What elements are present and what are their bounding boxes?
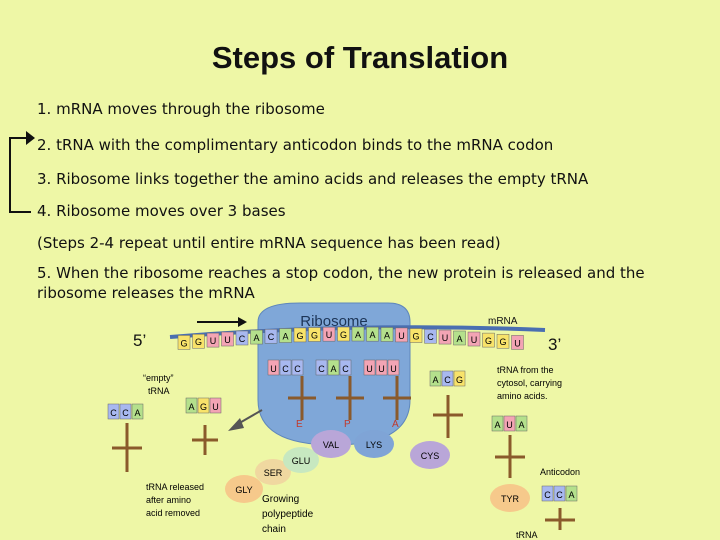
mrna-base: A xyxy=(355,330,361,340)
site-base: C xyxy=(318,364,325,374)
aa-gly-label: GLY xyxy=(235,485,252,495)
anticodon-stem xyxy=(545,508,575,530)
chain-label-3: chain xyxy=(262,524,286,535)
mrna-base: C xyxy=(239,334,246,344)
mrna-base: A xyxy=(456,334,462,344)
site-base: A xyxy=(330,364,336,374)
incoming-label-3: amino acids. xyxy=(497,391,548,401)
anticodon-label: Anticodon xyxy=(540,467,580,477)
incoming-aa-codon-base: A xyxy=(494,420,500,430)
empty-codon-base: U xyxy=(212,402,219,412)
incoming-aa-codon-base: U xyxy=(506,420,513,430)
mrna-base: G xyxy=(412,332,419,342)
released-codon-base: C xyxy=(110,408,117,418)
incoming-aa-stem xyxy=(495,435,525,478)
trna-label: tRNA xyxy=(516,530,538,540)
site-e-label: E xyxy=(296,419,303,430)
aa-cys-label: CYS xyxy=(421,451,440,461)
mrna-base: U xyxy=(210,336,217,346)
mrna-base: G xyxy=(180,338,187,348)
mrna-base: G xyxy=(499,337,506,347)
mrna-base: A xyxy=(369,330,375,340)
mrna-base: U xyxy=(442,333,449,343)
site-base: U xyxy=(366,364,373,374)
site-base: U xyxy=(390,364,397,374)
empty-trna-codon: AGU xyxy=(186,398,221,413)
empty-trna-stem xyxy=(192,425,218,455)
mrna-base: G xyxy=(340,330,347,340)
incoming-label-1: tRNA from the xyxy=(497,365,554,375)
anticodon-codon-base: A xyxy=(568,490,574,500)
incoming-trna-codon: ACG xyxy=(430,371,465,386)
mrna-base: G xyxy=(296,331,303,341)
mrna-base: A xyxy=(384,330,390,340)
incoming-aa-codon: AUA xyxy=(492,416,527,431)
released-codon-base: A xyxy=(134,408,140,418)
anticodon-codon-base: C xyxy=(544,490,551,500)
site-base: C xyxy=(342,364,349,374)
aa-glu-label: GLU xyxy=(292,456,311,466)
incoming-trna-stem xyxy=(433,395,463,438)
mrna-label: mRNA xyxy=(488,316,518,327)
mrna-base: C xyxy=(268,332,275,342)
incoming-label-2: cytosol, carrying xyxy=(497,378,562,388)
site-base: U xyxy=(270,364,277,374)
mrna-base: U xyxy=(514,338,521,348)
released-label-2: after amino xyxy=(146,495,191,505)
empty-trna-label-1: “empty” xyxy=(143,373,174,383)
empty-codon-base: G xyxy=(200,402,207,412)
mrna-base: G xyxy=(195,337,202,347)
site-base: U xyxy=(378,364,385,374)
empty-trna-label-2: tRNA xyxy=(148,386,170,396)
chain-label-1: Growing xyxy=(262,494,299,505)
mrna-base: U xyxy=(471,335,478,345)
anticodon-codon-base: C xyxy=(556,490,563,500)
incoming-codon-base: G xyxy=(456,375,463,385)
mrna-base: A xyxy=(282,332,288,342)
mrna-base: G xyxy=(311,330,318,340)
released-trna-stem xyxy=(112,423,142,472)
chain-label-2: polypeptide xyxy=(262,509,314,520)
five-prime-label: 5’ xyxy=(133,331,146,350)
three-prime-label: 3’ xyxy=(548,335,561,354)
incoming-aa-codon-base: A xyxy=(518,420,524,430)
mrna-base: U xyxy=(398,331,405,341)
released-label-1: tRNA released xyxy=(146,482,204,492)
site-a-label: A xyxy=(392,419,399,430)
release-arrow-icon xyxy=(228,418,244,431)
mrna-base: G xyxy=(485,336,492,346)
mrna-base: U xyxy=(326,330,333,340)
aa-ser-label: SER xyxy=(264,468,283,478)
aa-val-label: VAL xyxy=(323,440,339,450)
site-p-label: P xyxy=(344,419,351,430)
mrna-base: U xyxy=(224,335,231,345)
mrna-base: A xyxy=(253,333,259,343)
direction-arrow-icon xyxy=(238,317,247,327)
aa-tyr-label: TYR xyxy=(501,494,520,504)
empty-codon-base: A xyxy=(188,402,194,412)
aa-lys-label: LYS xyxy=(366,440,382,450)
site-base: C xyxy=(282,364,289,374)
released-codon-base: C xyxy=(122,408,129,418)
incoming-codon-base: C xyxy=(444,375,451,385)
incoming-codon-base: A xyxy=(432,375,438,385)
site-base: C xyxy=(294,364,301,374)
mrna-base: C xyxy=(427,332,434,342)
released-label-3: acid removed xyxy=(146,508,200,518)
